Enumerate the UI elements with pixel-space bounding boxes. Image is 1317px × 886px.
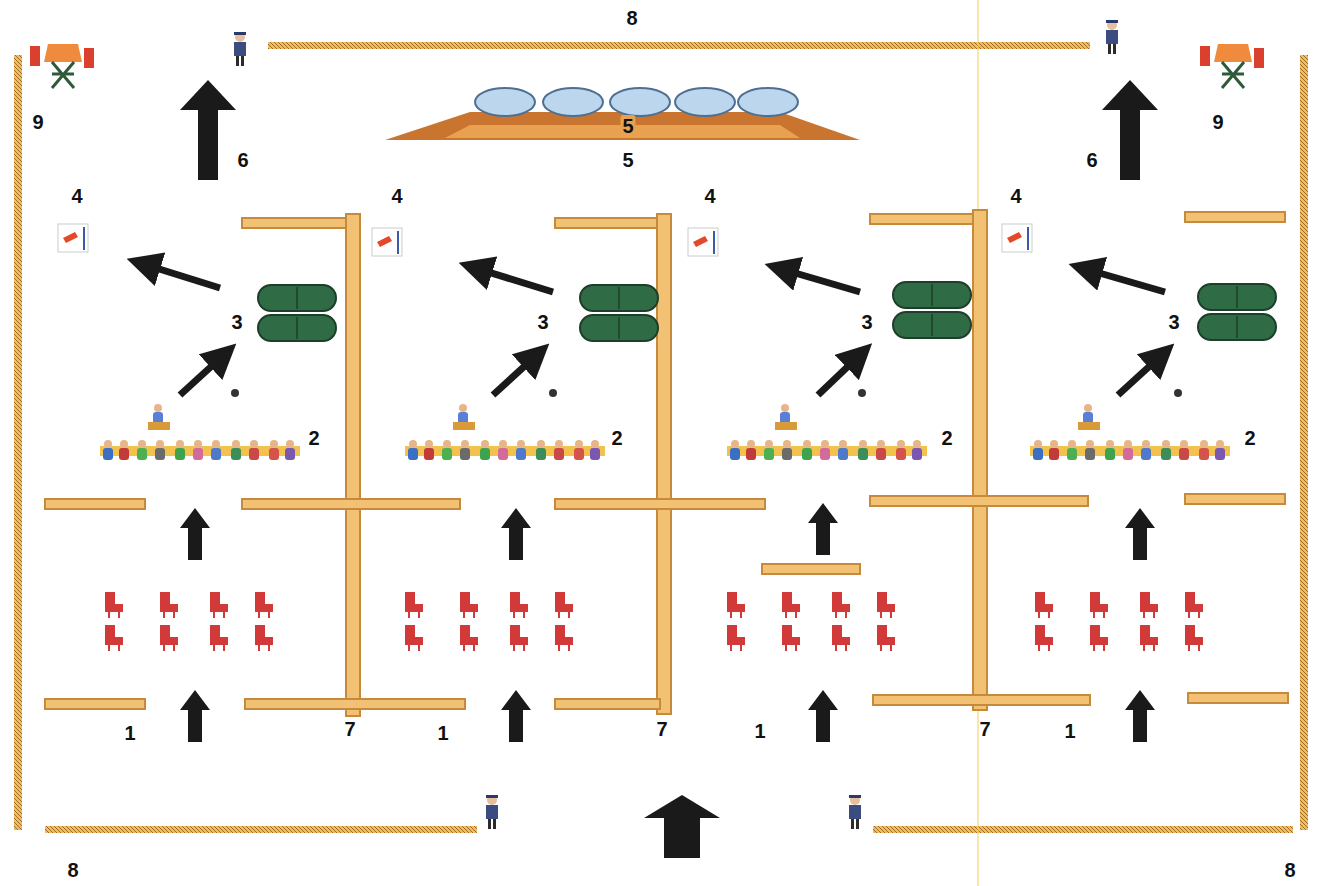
callout-number: 7 xyxy=(342,718,357,740)
callout-number: 2 xyxy=(1242,427,1257,449)
callout-number: 8 xyxy=(624,7,639,29)
callout-number: 2 xyxy=(609,427,624,449)
callout-number: 2 xyxy=(939,427,954,449)
callout-number: 8 xyxy=(65,859,80,881)
callout-number: 6 xyxy=(235,149,250,171)
callout-number: 3 xyxy=(1166,311,1181,333)
callout-number: 4 xyxy=(702,185,717,207)
callout-number: 4 xyxy=(389,185,404,207)
callout-number: 1 xyxy=(122,722,137,744)
callout-number: 1 xyxy=(435,722,450,744)
callout-number: 4 xyxy=(69,185,84,207)
callout-number: 3 xyxy=(859,311,874,333)
callout-number: 5 xyxy=(620,115,635,137)
callout-number: 5 xyxy=(620,149,635,171)
callout-number: 4 xyxy=(1008,185,1023,207)
callout-number: 8 xyxy=(1282,859,1297,881)
callout-number: 3 xyxy=(535,311,550,333)
callout-number: 1 xyxy=(752,720,767,742)
callout-number: 9 xyxy=(1210,111,1225,133)
callout-number: 2 xyxy=(306,427,321,449)
callout-number: 9 xyxy=(30,111,45,133)
callout-number: 7 xyxy=(977,718,992,740)
callout-number: 1 xyxy=(1062,720,1077,742)
callout-number: 3 xyxy=(229,311,244,333)
callout-number: 7 xyxy=(654,718,669,740)
callout-number: 6 xyxy=(1084,149,1099,171)
